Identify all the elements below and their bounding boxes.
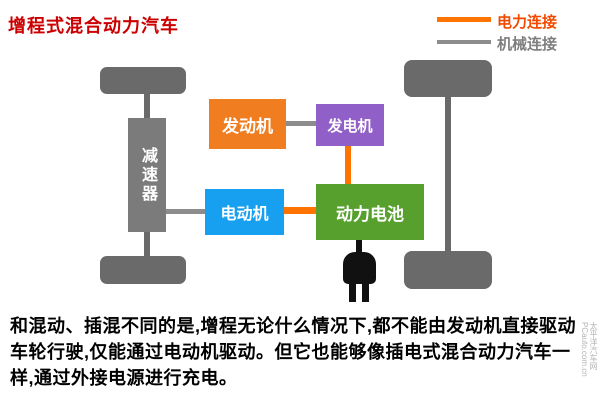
plug-cord: [356, 240, 362, 254]
wheel-rear-right: [404, 251, 492, 289]
link-motor-battery-electric: [283, 207, 316, 214]
legend-electric-label: 电力连接: [497, 14, 558, 31]
plug-prong-right: [362, 283, 369, 302]
wheel-rear-left: [100, 256, 186, 284]
watermark-site: 太平洋汽车网: [589, 322, 598, 370]
watermark: 太平洋汽车网 PCauto.com.cn: [580, 322, 598, 401]
plug-body: [343, 252, 376, 284]
plug-prong-left: [349, 283, 356, 302]
wheel-front-left: [100, 67, 186, 94]
reducer-box: 减速器: [128, 118, 166, 232]
generator-box: 发电机: [316, 104, 384, 146]
description-text: 和混动、插混不同的是,增程无论什么情况下,都不能由发动机直接驱动车轮行驶,仅能通…: [10, 316, 576, 388]
legend-electric-line: [437, 17, 491, 22]
engine-box: 发动机: [209, 99, 286, 149]
page-title: 增程式混合动力汽车: [8, 16, 179, 36]
legend-mechanical-line: [437, 40, 491, 44]
battery-box: 动力电池: [316, 184, 424, 240]
axle-right: [445, 97, 451, 251]
link-generator-battery-electric: [345, 146, 351, 185]
link-reducer-motor-mechanical: [165, 209, 207, 214]
wheel-front-right: [404, 60, 492, 97]
motor-box: 电动机: [205, 189, 284, 235]
link-engine-generator-mechanical: [286, 121, 316, 126]
watermark-domain: PCauto.com.cn: [580, 322, 589, 377]
legend-mechanical-label: 机械连接: [497, 36, 558, 53]
